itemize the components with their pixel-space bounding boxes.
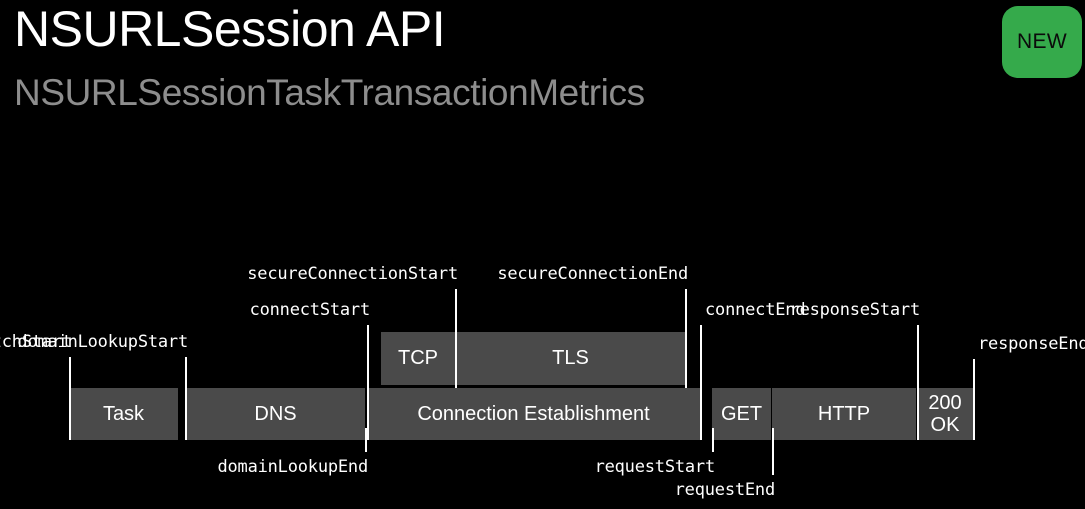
tick-line-connectstart <box>367 325 369 440</box>
page-title: NSURLSession API <box>14 1 446 57</box>
tick-line-fetchstart <box>69 357 71 440</box>
timeline-block-label: TLS <box>552 347 589 370</box>
tick-label-responsestart: responseStart <box>789 300 921 320</box>
timeline-block-tls: TLS <box>456 332 685 385</box>
timeline-block-200-ok: 200 OK <box>917 388 973 440</box>
tick-label-domainlookupend: domainLookupEnd <box>217 457 368 477</box>
tick-line-requeststart <box>712 428 714 452</box>
tick-line-connectend <box>700 325 702 440</box>
timeline-block-task: Task <box>69 388 178 440</box>
page-subtitle: NSURLSessionTaskTransactionMetrics <box>14 72 645 113</box>
tick-label-secureconnectionstart: secureConnectionStart <box>247 264 458 284</box>
timeline-block-label: Connection Establishment <box>417 402 650 425</box>
tick-label-connectend: connectEnd <box>705 300 806 320</box>
tick-label-secureconnectionend: secureConnectionEnd <box>497 264 688 284</box>
tick-line-domainlookupstart <box>185 357 187 440</box>
timeline-block-tcp: TCP <box>381 332 455 385</box>
timeline-block-label: Task <box>102 402 145 425</box>
tick-line-secureconnectionend <box>685 289 687 388</box>
new-badge-label: NEW <box>1017 30 1067 53</box>
timeline-block-label: HTTP <box>817 402 871 425</box>
tick-line-responsestart <box>917 325 919 440</box>
timeline-block-connection-establishment: Connection Establishment <box>367 388 700 440</box>
tick-label-fetchstart: fetchStart <box>0 332 72 352</box>
timeline-block-label: DNS <box>254 402 297 425</box>
tick-label-domainlookupstart: domainLookupStart <box>17 332 188 352</box>
new-badge: NEW <box>1002 6 1082 78</box>
timeline-block-label: GET <box>720 402 763 425</box>
tick-line-requestend <box>772 428 774 475</box>
tick-label-responseend: responseEnd <box>978 334 1085 354</box>
tick-label-connectstart: connectStart <box>249 300 371 320</box>
tick-line-secureconnectionstart <box>455 289 457 388</box>
tick-line-responseend <box>973 359 975 440</box>
tick-line-domainlookupend <box>365 428 367 452</box>
timeline-block-get: GET <box>712 388 771 440</box>
tick-label-requestend: requestEnd <box>674 480 776 500</box>
timeline-block-label: TCP <box>398 347 438 370</box>
timeline-block-http: HTTP <box>772 388 916 440</box>
timeline-block-label: 200 OK <box>928 391 962 436</box>
tick-label-requeststart: requestStart <box>594 457 716 477</box>
timeline-block-dns: DNS <box>186 388 365 440</box>
